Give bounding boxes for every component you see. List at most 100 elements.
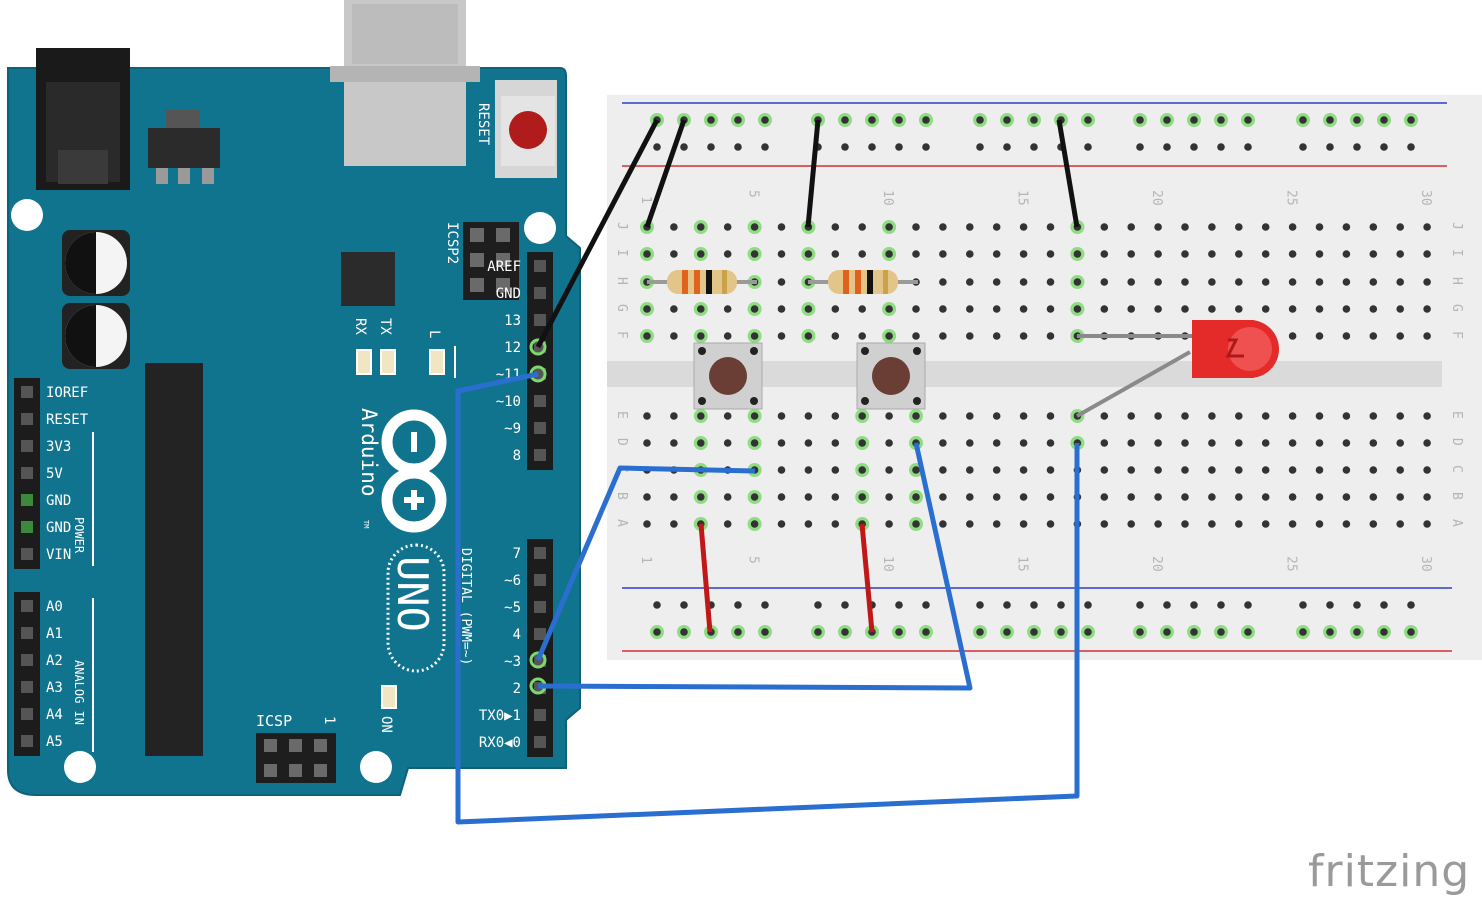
breadboard-hole — [1046, 332, 1055, 340]
rail-hole — [734, 628, 742, 636]
rail-hole — [1326, 116, 1334, 124]
header-pin — [264, 739, 277, 752]
rail-hole — [1136, 601, 1144, 609]
breadboard-hole — [1019, 412, 1028, 420]
breadboard-hole — [1235, 278, 1243, 286]
icsp2-header — [463, 222, 519, 300]
icsp-pin1-label: 1 — [321, 716, 337, 724]
breadboard-hole — [1315, 466, 1324, 474]
breadboard-hole — [1127, 278, 1135, 286]
header-pin — [470, 228, 484, 242]
digital-pin-label: ~3 — [504, 654, 521, 670]
breadboard-hole — [1100, 278, 1109, 286]
breadboard-hole — [1261, 250, 1270, 258]
header-pin — [470, 278, 484, 292]
breadboard-hole — [1369, 278, 1378, 286]
breadboard-hole — [804, 520, 813, 528]
push-button[interactable] — [693, 342, 763, 410]
rail-hole — [1003, 601, 1011, 609]
breadboard-hole — [1369, 520, 1378, 528]
breadboard-hole — [1235, 466, 1243, 474]
wire-black — [805, 119, 821, 228]
header-pin — [534, 260, 546, 272]
breadboard-hole — [858, 332, 866, 340]
header-pin — [289, 739, 302, 752]
header-pin — [21, 600, 33, 612]
breadboard-hole — [1288, 250, 1297, 258]
breadboard-hole — [831, 332, 840, 340]
regulator-pin — [202, 168, 214, 184]
breadboard-hole — [750, 439, 759, 447]
breadboard-hole — [1342, 412, 1351, 420]
breadboard-hole — [912, 305, 920, 313]
breadboard-hole — [885, 305, 893, 313]
red-led — [1076, 320, 1279, 418]
mounting-hole — [524, 212, 556, 244]
breadboard-hole — [1315, 493, 1324, 501]
header-pin — [314, 764, 327, 777]
breadboard-hole — [1019, 493, 1028, 501]
rail-hole — [653, 628, 661, 636]
breadboard-hole — [912, 520, 920, 528]
rail-hole — [922, 601, 930, 609]
breadboard-hole — [1073, 305, 1082, 313]
breadboard-hole — [777, 466, 786, 474]
rail-hole — [1244, 143, 1252, 151]
header-pin — [534, 422, 546, 434]
row-letter: J — [1449, 222, 1464, 230]
header-body — [527, 539, 553, 757]
mounting-hole — [11, 199, 43, 231]
digital-pin-label: ~6 — [504, 573, 521, 589]
rail-hole — [1244, 628, 1252, 636]
rail-hole — [707, 116, 715, 124]
breadboard-hole — [1315, 250, 1324, 258]
breadboard-hole — [1423, 223, 1431, 231]
breadboard-hole — [1423, 466, 1431, 474]
breadboard-hole — [1288, 278, 1297, 286]
breadboard-hole — [1127, 520, 1135, 528]
breadboard-hole — [1154, 439, 1162, 447]
header-pin — [496, 278, 510, 292]
wire-black — [535, 118, 660, 349]
breadboard-hole — [1235, 520, 1243, 528]
breadboard-hole — [643, 305, 651, 313]
breadboard-hole — [1181, 466, 1189, 474]
breadboard-hole — [750, 250, 759, 258]
power-pin-label: GND — [46, 493, 71, 509]
breadboard-hole — [939, 278, 947, 286]
row-letter: J — [614, 222, 629, 230]
header-pin — [534, 449, 546, 461]
breadboard-hole — [777, 223, 786, 231]
breadboard-hole — [1261, 223, 1270, 231]
icsp2-label: ICSP2 — [444, 222, 460, 264]
rail-hole — [1030, 628, 1038, 636]
breadboard-hole — [1100, 305, 1109, 313]
breadboard-hole — [1261, 520, 1270, 528]
breadboard-hole — [966, 466, 974, 474]
breadboard-hole — [1208, 223, 1216, 231]
header-body — [527, 252, 553, 470]
breadboard-hole — [939, 520, 947, 528]
header-pin — [534, 601, 546, 613]
header-pin — [534, 574, 546, 586]
breadboard-hole — [992, 223, 1001, 231]
breadboard-hole — [1181, 250, 1189, 258]
breadboard-hole — [1396, 412, 1404, 420]
analog-pin-label: A3 — [46, 680, 63, 696]
breadboard-hole — [831, 520, 840, 528]
rx-label: RX — [352, 318, 368, 335]
breadboard-hole — [1019, 278, 1028, 286]
row-letter: G — [614, 304, 629, 312]
breadboard-hole — [1396, 439, 1404, 447]
header-pin — [21, 681, 33, 693]
uno-badge: UNO — [386, 543, 446, 673]
rail-hole — [1084, 628, 1092, 636]
breadboard-hole — [1073, 278, 1082, 286]
reset-button[interactable] — [495, 80, 557, 178]
breadboard-hole — [697, 305, 705, 313]
analog-label: ANALOG IN — [72, 660, 86, 725]
breadboard-hole — [966, 305, 974, 313]
push-button[interactable] — [856, 342, 926, 410]
breadboard-hole — [939, 466, 947, 474]
column-number: 10 — [880, 190, 895, 206]
